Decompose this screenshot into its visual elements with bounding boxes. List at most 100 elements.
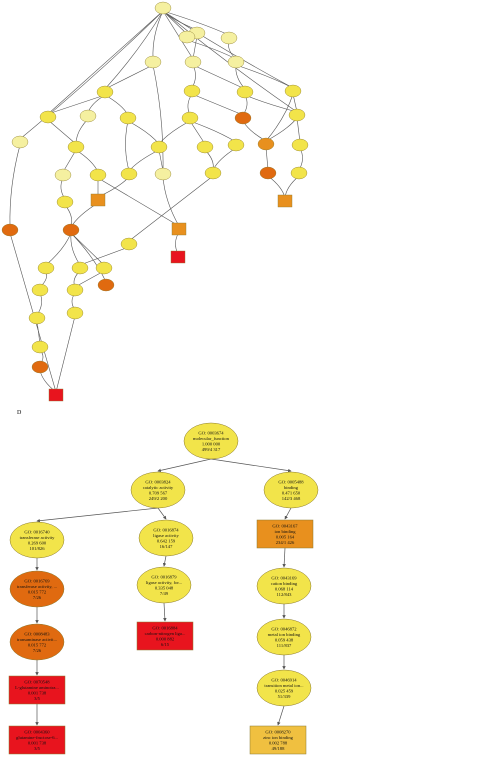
go-node-score: 0.709 567 [149,491,168,496]
upper-go-node [97,278,115,292]
go-node-score: 0.015 772 [28,643,47,648]
upper-go-node [95,261,113,275]
upper-edge [162,10,294,89]
upper-go-node [154,1,172,15]
go-node-glutamine2: GO: 0004360glutamine-fructose-6...0.001 … [8,725,66,755]
upper-go-node [56,195,74,209]
go-node-id: GO: 0043169 [271,576,297,581]
upper-go-node [28,311,46,325]
go-node-name: ligase activity [153,533,179,538]
go-node-score: 0.025 459 [275,689,294,694]
go-node-counts: 101/826 [29,546,45,551]
upper-go-node [204,166,222,180]
upper-edge [151,10,164,60]
go-node-id: GO: 0004360 [24,730,50,735]
go-node-name: cation binding [271,581,298,586]
go-node-counts: 111/837 [277,643,292,648]
go-node-shape [136,566,192,604]
upper-edge [47,10,164,115]
upper-edge [265,93,294,142]
upper-edge [235,64,294,89]
upper-edge [128,149,160,172]
go-node-name: ion binding [274,529,296,534]
go-node-name: carbon-nitrogen liga... [145,631,186,636]
upper-go-node [54,168,72,182]
go-node-shape [138,519,194,557]
go-node-counts: 112/843 [277,592,293,597]
go-node-id: GO: 0005488 [278,480,304,485]
go-node-counts: 16/147 [160,544,173,549]
lower-go-graph-edges [35,458,292,726]
upper-edge [191,64,196,89]
upper-go-node [196,140,214,154]
upper-edge [9,232,57,393]
upper-edge [162,176,180,227]
upper-go-node [37,261,55,275]
go-node-score: 0.059 438 [275,638,294,643]
upper-edge [265,146,270,171]
upper-edge [45,232,72,266]
upper-go-node [220,31,238,45]
upper-edge [55,315,76,393]
upper-go-node [62,223,80,237]
upper-go-node [71,261,89,275]
upper-go-node [48,388,64,402]
upper-go-node [31,340,49,354]
go-node-id: GO: 0043167 [272,524,298,529]
upper-edge [70,202,99,228]
go-node-shape [8,675,66,705]
upper-go-node [234,111,252,125]
upper-go-node [1,223,19,237]
upper-edge [242,120,267,142]
go-node-shape [256,567,312,605]
go-node-shape [256,519,314,549]
upper-edge [62,149,77,173]
upper-go-node [66,306,84,320]
upper-edge [64,204,74,228]
upper-go-node [178,30,196,44]
go-node-counts: 249/2 200 [149,496,168,501]
upper-go-node [184,55,202,69]
go-node-name: transition metal ion... [264,683,303,688]
go-node-score: 0.000 882 [156,637,175,642]
go-node-name: transferase activity [20,535,56,540]
go-node-name: transferase activity, ... [17,584,57,590]
upper-go-node [284,84,302,98]
go-node-score: 1.000 000 [202,442,221,447]
upper-edge [162,10,298,113]
go-node-shape [183,422,239,460]
upper-go-node [11,135,29,149]
go-node-score: 0.642 159 [157,539,176,544]
upper-go-node [183,84,201,98]
go-node-score: 0.005 164 [276,535,295,540]
upper-go-node [154,167,172,181]
upper-edge [265,117,298,142]
go-node-shape [249,725,307,755]
go-node-score: 0.001 738 [28,741,47,746]
upper-go-node [259,166,277,180]
upper-edge [267,175,286,199]
go-edge [157,507,167,520]
go-node-score: 0.001 738 [28,691,47,696]
go-node-score: 0.335 048 [155,586,174,591]
panel-label-d: D [17,410,22,416]
go-node-shape [256,669,312,707]
upper-edge [104,10,164,90]
go-edge [284,507,292,520]
go-node-shape [9,521,65,559]
upper-edge [70,232,105,266]
go-node-counts: 234/1 426 [276,540,295,545]
go-node-shape [130,471,186,509]
upper-go-node [277,194,293,208]
